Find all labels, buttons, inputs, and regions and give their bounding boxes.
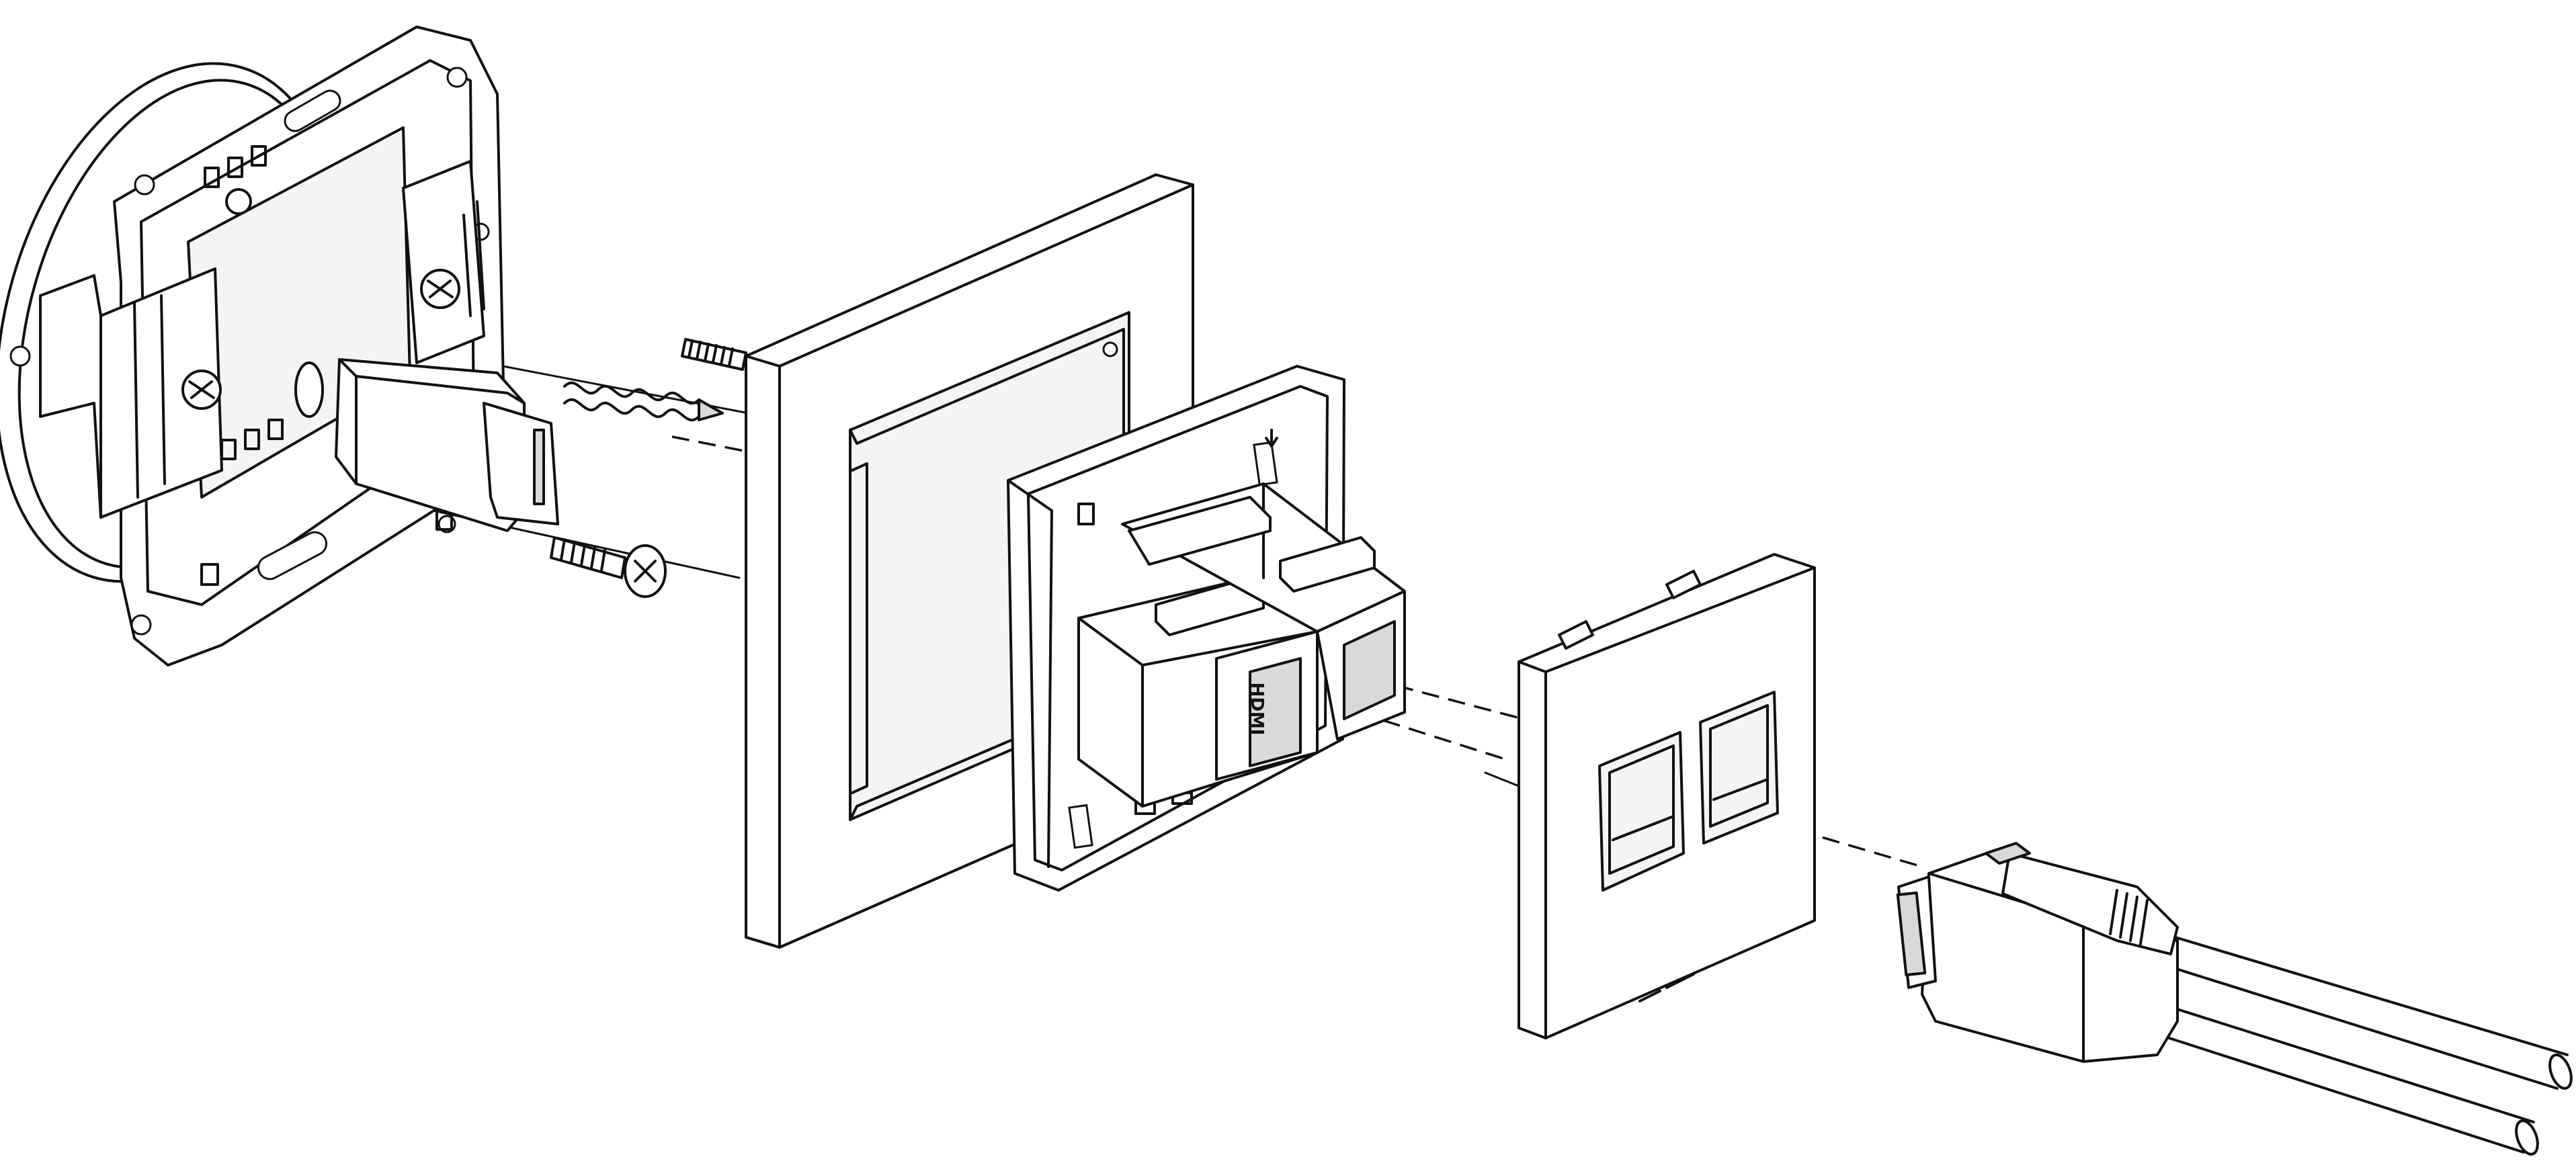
hdmi-jack-right [1121, 482, 1406, 740]
left-claw-bracket [39, 267, 223, 519]
plate-hole-top-right [446, 67, 468, 88]
jack-hdmi-label: HDMI [1247, 683, 1267, 736]
cover-clip-top-1 [1558, 620, 1594, 650]
plug-strain-ribs [2109, 889, 2149, 945]
jack-right-top-clip [1128, 496, 1272, 566]
threaded-rod [681, 338, 747, 371]
cover-plate-side [1518, 566, 1816, 1039]
mounting-screw [550, 536, 667, 598]
cover-clip-bottom [1638, 973, 1695, 1002]
hdmi-jack-left: HDMI [1077, 576, 1319, 808]
left-claw-detail [99, 294, 166, 519]
coupler-cable-stub [294, 361, 324, 418]
jack-left-port [1249, 657, 1302, 767]
left-claw-screw-slot [188, 380, 215, 399]
jack-left-top [1077, 617, 1319, 808]
spring-pin [563, 381, 724, 422]
plate-slot-bottom [257, 531, 328, 580]
coupler-port-slot [533, 429, 545, 505]
cover-opening-left-inner [1608, 744, 1675, 875]
threaded-rod-threads [688, 339, 734, 367]
right-claw-screw-slot [427, 280, 454, 298]
mounting-screw-shank [550, 536, 626, 579]
plug-grip-top [1985, 842, 2031, 865]
plate-hole-top-left [134, 174, 155, 196]
plate-hole-bottom-left [130, 614, 152, 636]
coupler-body-edge [338, 358, 526, 485]
plate-slot-top [284, 89, 341, 132]
box-screw-hole-left [9, 345, 31, 367]
axis-cover-to-plug [1484, 771, 1520, 787]
frame-side-edge [745, 355, 781, 949]
spring-coil [563, 381, 700, 422]
front-cover-plate [1518, 553, 1816, 1039]
carrier-inner-lip [1027, 385, 1329, 871]
jack-right-port [1343, 620, 1396, 720]
carrier-rim-line [1007, 479, 1053, 868]
plate-top-screw [225, 188, 252, 215]
right-claw-bracket [402, 160, 485, 364]
jack-module-carrier: HDMI [1007, 365, 1406, 892]
carrier-arrow-mark [1265, 429, 1278, 447]
frame-clip-hole [1102, 341, 1118, 357]
coupler-end-cap [483, 402, 559, 525]
right-claw-detail [462, 200, 485, 317]
hdmi-plug-cable [1896, 842, 2573, 1156]
spring-pin-tip [698, 398, 724, 421]
jack-right-latch [1279, 536, 1376, 593]
box-hdmi-coupler [294, 358, 559, 532]
cable-lower-end [2515, 1119, 2539, 1156]
cable-upper-end [2548, 1054, 2573, 1090]
mounting-screw-threads [560, 538, 606, 572]
plate-cutouts [200, 145, 453, 586]
cover-opening-right-inner [1709, 704, 1769, 828]
mounting-box [0, 26, 505, 666]
cable-upper [2149, 933, 2569, 1090]
fasteners [550, 338, 747, 598]
plug-strain-relief [2001, 852, 2179, 955]
carrier-tab-left [1077, 503, 1095, 525]
cover-clip-top-2 [1665, 570, 1702, 599]
cable-lower [2116, 993, 2535, 1154]
carrier-latch-top [1253, 441, 1278, 486]
carrier-latch-bottom [1068, 804, 1093, 849]
frame-inner-notch-left [851, 462, 868, 794]
plug-connector-shell [1896, 891, 1927, 977]
mounting-screw-slot [634, 560, 657, 583]
